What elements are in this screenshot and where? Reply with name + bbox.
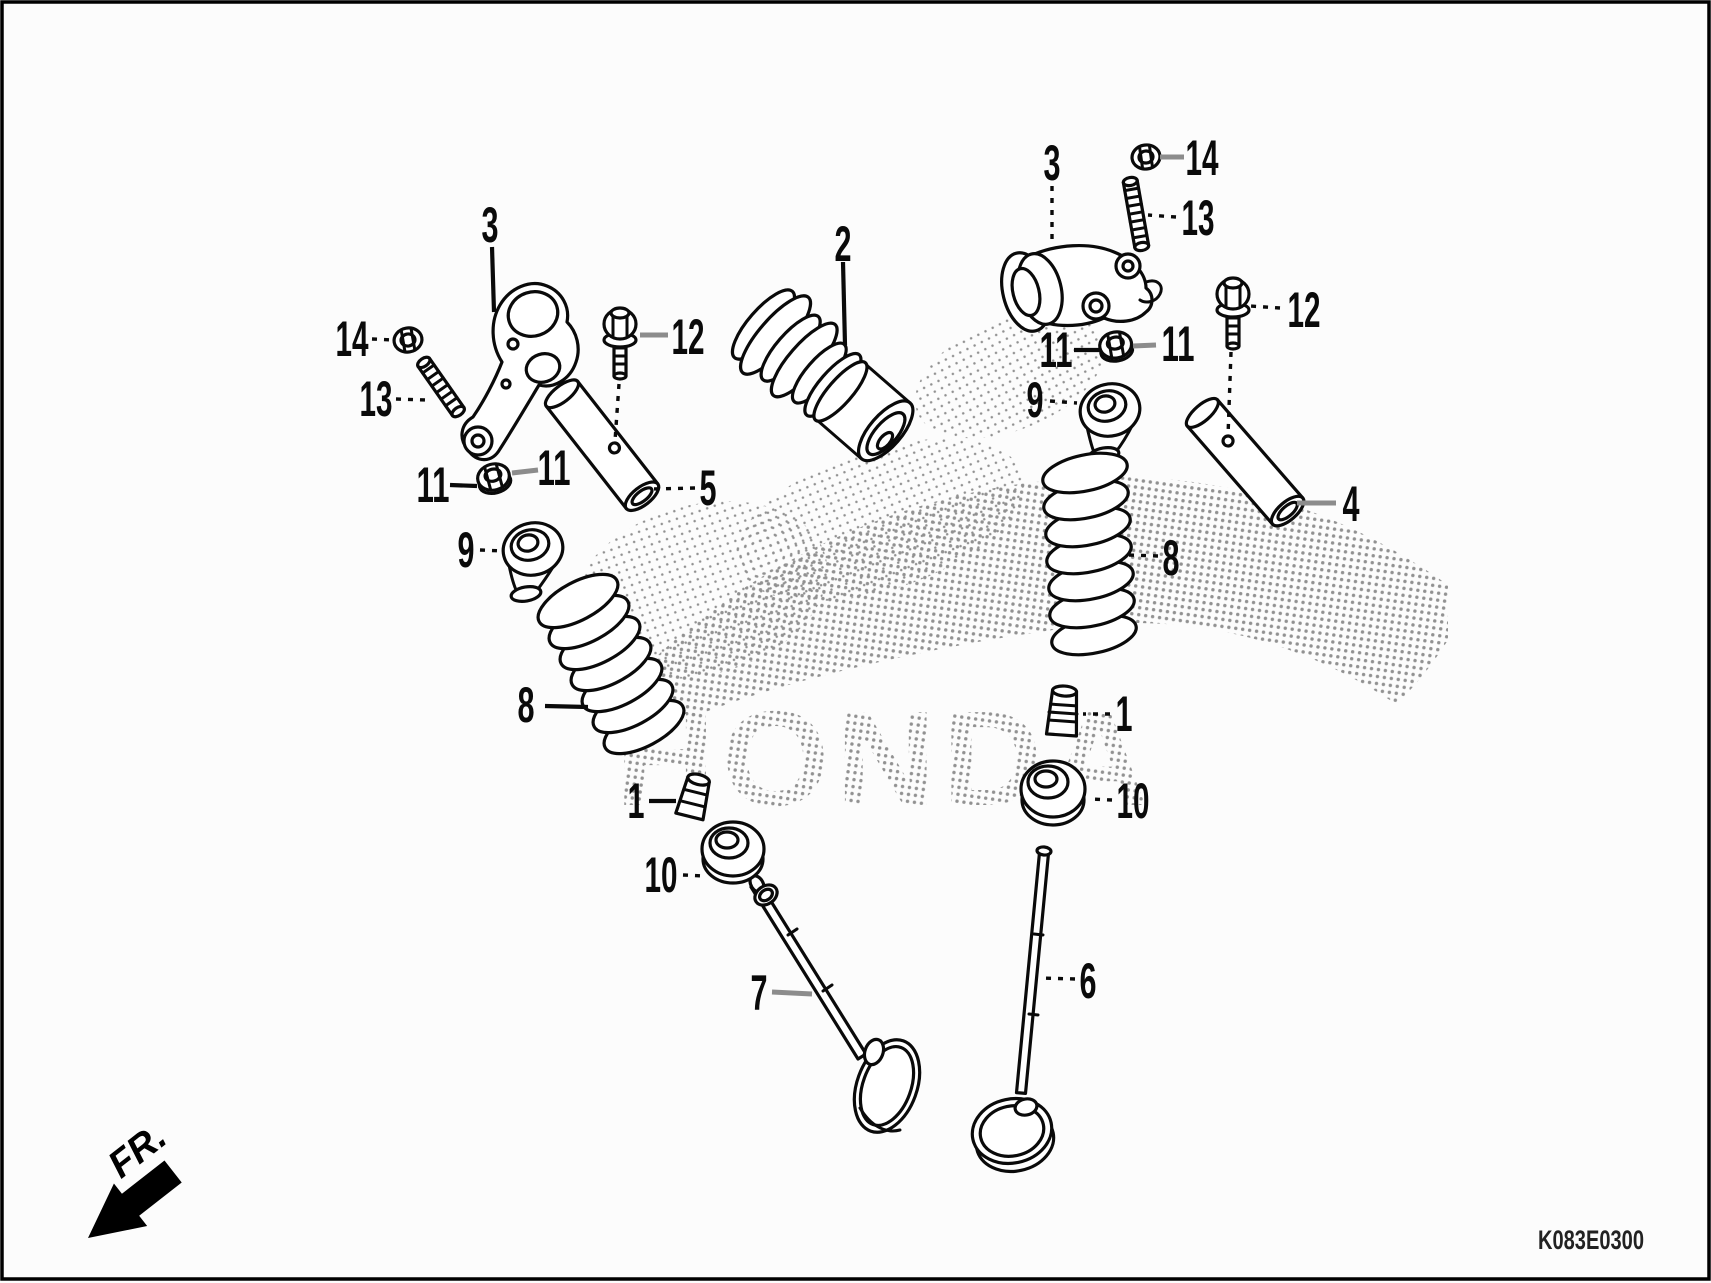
callout-label: 10 [645, 847, 678, 903]
halftone-patch [915, 311, 1105, 439]
callout-rocker-shaft-right: 4 [1297, 476, 1360, 532]
callout-label: 9 [458, 522, 475, 578]
callout-valve-cotter-right: 1 [1083, 686, 1133, 742]
part-bolt-right [1215, 276, 1251, 351]
callout-label: 11 [1162, 316, 1195, 372]
halftone-patch [735, 438, 1025, 602]
part-nut-left [476, 462, 513, 495]
callout-bolt-right: 12 [1226, 282, 1321, 437]
callout-bolt-left: 12 [613, 309, 705, 442]
callout-label: 9 [1027, 372, 1044, 428]
part-spring-seat-left [501, 521, 565, 603]
callout-nut-left-b: 11 [511, 440, 571, 496]
callout-label: 13 [1182, 190, 1215, 246]
callout-label: 4 [1343, 476, 1360, 532]
callout-label: 12 [1288, 282, 1321, 338]
callout-label: 8 [1163, 530, 1180, 586]
callout-label: 7 [751, 965, 768, 1021]
front-arrow-icon [88, 1160, 182, 1238]
callout-valve-spring-left: 8 [518, 677, 589, 733]
part-locknut-left [392, 326, 424, 354]
part-spring-seat-right [1078, 382, 1142, 464]
callout-label: 2 [835, 216, 852, 272]
callout-nut-right-a: 11 [1040, 322, 1100, 378]
part-spring-retainer-left [700, 820, 779, 907]
callout-locknut-right: 14 [1160, 130, 1219, 186]
drawing-code: K083E0300 [1538, 1225, 1644, 1255]
callout-valve-right: 6 [1040, 953, 1097, 1009]
part-rocker-arm-left [460, 282, 580, 462]
callout-nut-right-b: 11 [1132, 316, 1195, 372]
callout-label: 11 [417, 457, 450, 513]
part-bolt-left [602, 306, 638, 381]
callout-spring-retainer-right: 10 [1089, 773, 1150, 829]
part-locknut-right [1130, 143, 1162, 171]
part-valve-right [970, 845, 1056, 1174]
callout-label: 14 [1186, 130, 1219, 186]
callout-camshaft: 2 [835, 216, 852, 346]
part-valve-left [748, 874, 922, 1134]
part-nut-right [1098, 330, 1135, 363]
callout-label: 3 [482, 197, 499, 253]
callout-label: 10 [1117, 773, 1150, 829]
callout-locknut-left: 14 [336, 311, 395, 367]
callout-spring-seat-left: 9 [458, 522, 504, 578]
callout-spring-seat-right: 9 [1027, 372, 1078, 428]
callout-label: 6 [1080, 953, 1097, 1009]
part-camshaft [730, 288, 915, 463]
callout-label: 8 [518, 677, 535, 733]
honda-wing-logo [615, 476, 1448, 716]
callout-label: 5 [700, 460, 717, 516]
part-valve-spring-right [1041, 451, 1138, 657]
part-rocker-shaft-right [1184, 396, 1306, 528]
callout-rocker-shaft-left: 5 [652, 460, 717, 516]
part-valve-spring-left [536, 572, 686, 756]
callout-label: 11 [538, 440, 571, 496]
callout-nut-left-a: 11 [417, 457, 478, 513]
callout-valve-left: 7 [751, 965, 813, 1021]
callout-rocker-arm-left: 3 [482, 197, 499, 313]
front-direction-marker: FR. [88, 1116, 182, 1238]
part-valve-cotter-left [674, 772, 711, 822]
part-spring-retainer-right [1019, 759, 1087, 827]
callout-label: 12 [672, 309, 705, 365]
callout-valve-spring-right: 8 [1127, 530, 1180, 586]
part-rocker-shaft-left [543, 378, 661, 513]
callout-label: 14 [336, 311, 369, 367]
callout-adjusting-screw-right: 13 [1147, 190, 1215, 246]
callout-valve-cotter-left: 1 [628, 773, 676, 829]
callout-label: 1 [628, 773, 645, 829]
part-valve-cotter-right [1044, 684, 1079, 738]
callout-adjusting-screw-left: 13 [360, 371, 427, 427]
callout-label: 3 [1044, 135, 1061, 191]
callout-label: 1 [1116, 686, 1133, 742]
honda-watermark: HONDA [572, 311, 1448, 834]
callout-spring-retainer-left: 10 [645, 847, 705, 903]
callout-rocker-arm-right: 3 [1044, 135, 1061, 242]
part-adjusting-screw-right [1121, 175, 1151, 253]
callout-label: 13 [360, 371, 393, 427]
callout-label: 11 [1040, 322, 1073, 378]
part-rocker-arm-right [1000, 244, 1163, 333]
part-adjusting-screw-left [416, 355, 466, 419]
